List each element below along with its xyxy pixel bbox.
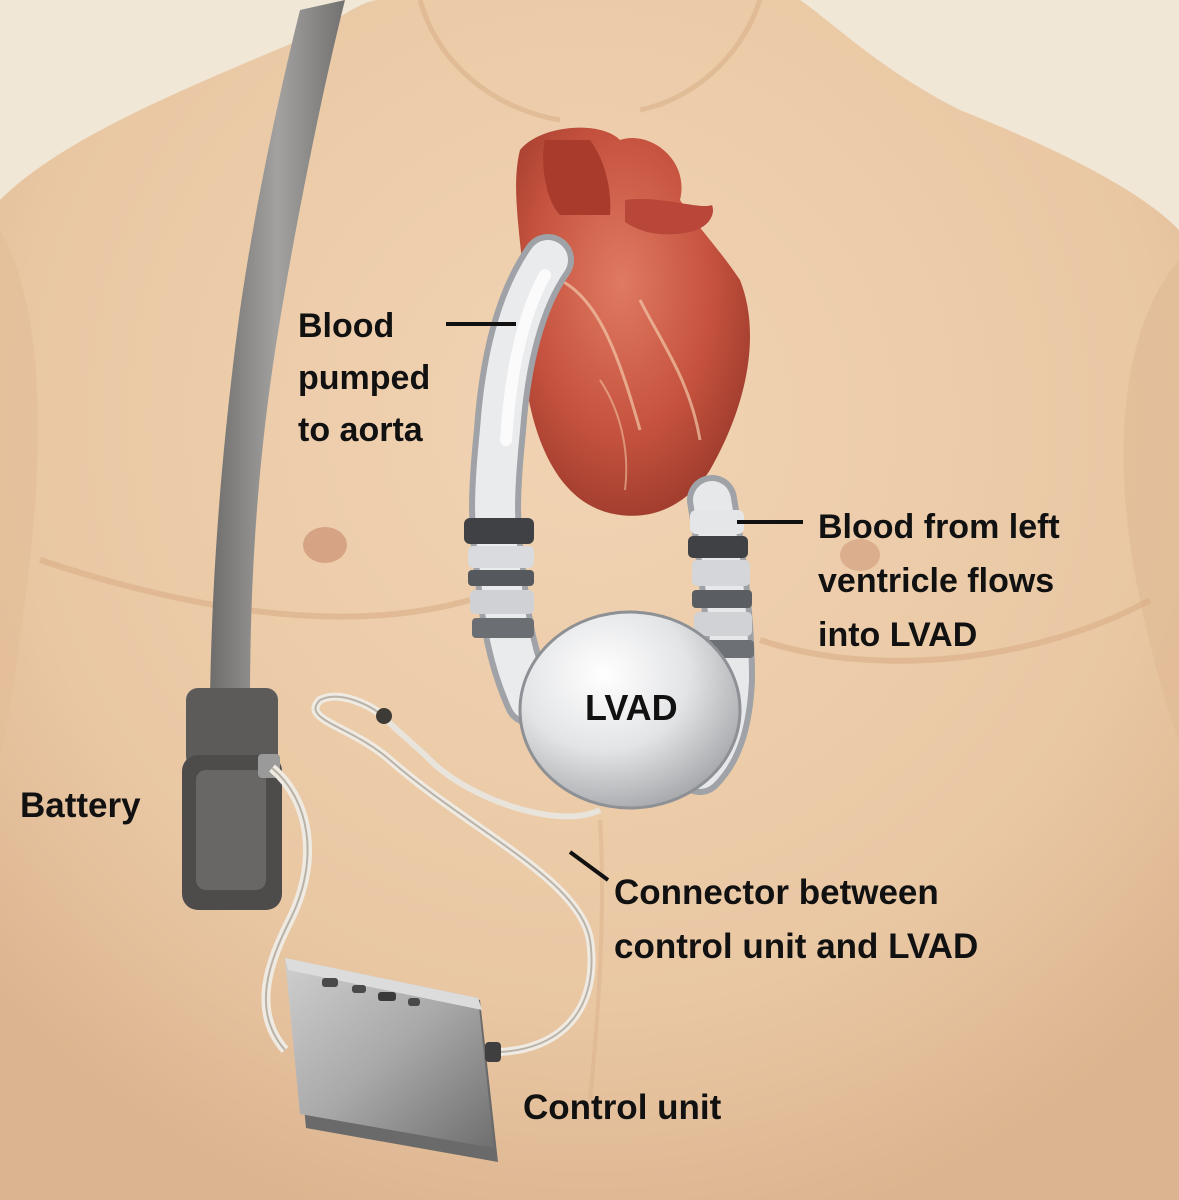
- battery-label: Battery: [20, 784, 141, 828]
- connector-label-line: control unit and LVAD: [614, 920, 978, 974]
- outflow-label-line: to aorta: [298, 404, 430, 456]
- inflow-label: Blood from left ventricle flows into LVA…: [818, 500, 1060, 662]
- battery-unit: [182, 688, 282, 910]
- inflow-label-line: ventricle flows: [818, 554, 1060, 608]
- outflow-label-line: Blood: [298, 300, 430, 352]
- inflow-label-line: into LVAD: [818, 608, 1060, 662]
- outflow-label-line: pumped: [298, 352, 430, 404]
- left-nipple: [303, 527, 347, 563]
- outflow-label: Blood pumped to aorta: [298, 300, 430, 456]
- control-unit-label: Control unit: [523, 1086, 721, 1130]
- connector-label-line: Connector between: [614, 866, 978, 920]
- lvad-label: LVAD: [585, 686, 678, 730]
- inflow-label-line: Blood from left: [818, 500, 1060, 554]
- connector-label: Connector between control unit and LVAD: [614, 866, 978, 974]
- skin-exit-port: [376, 708, 392, 724]
- outflow-connector: [464, 518, 534, 638]
